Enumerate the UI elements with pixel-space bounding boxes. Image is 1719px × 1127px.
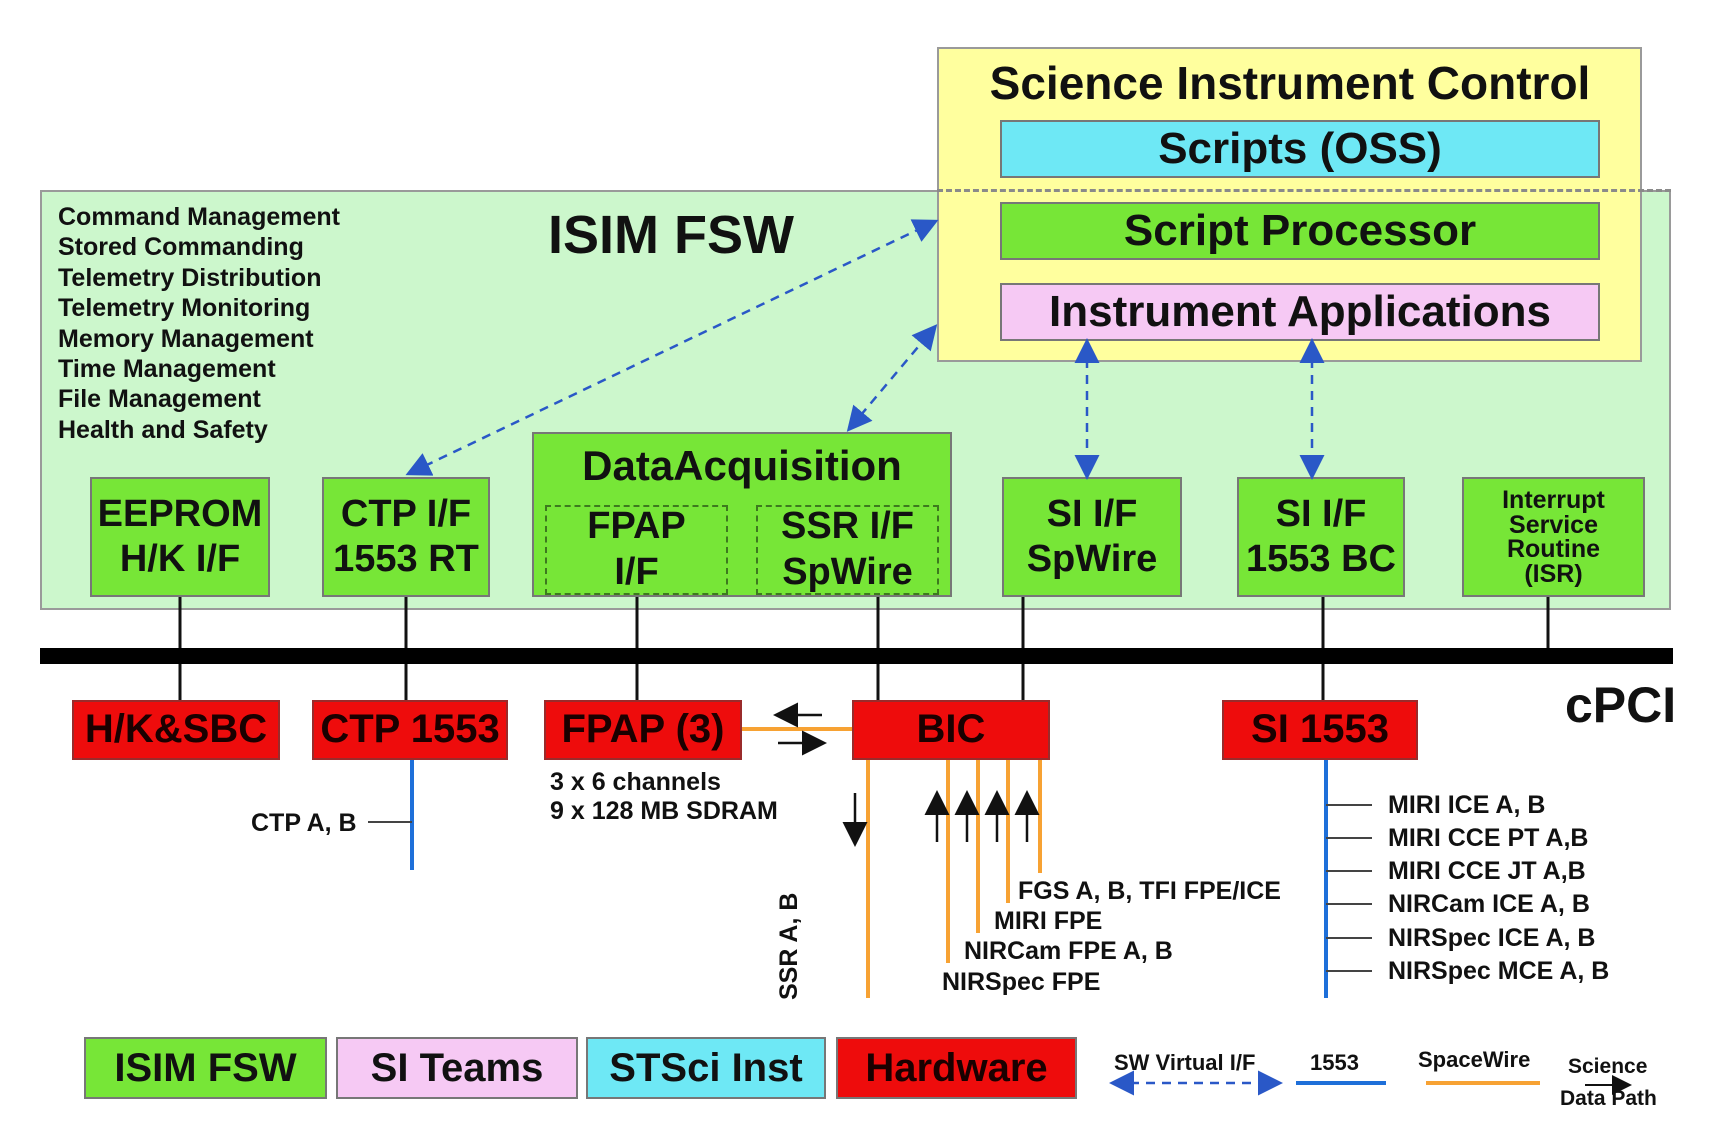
cpci-bus bbox=[40, 648, 1673, 664]
function-item: Health and Safety bbox=[58, 415, 268, 444]
legend-1553-label: 1553 bbox=[1310, 1050, 1359, 1075]
function-item: Memory Management bbox=[58, 324, 314, 353]
box-line: I/F bbox=[614, 551, 659, 593]
si-1553-hardware: SI 1553 bbox=[1222, 700, 1418, 760]
interrupt-service-routine-box: Interrupt Service Routine (ISR) bbox=[1462, 477, 1645, 597]
function-item: Command Management bbox=[58, 203, 340, 231]
function-item: File Management bbox=[58, 385, 261, 414]
virtual-if-arrow bbox=[846, 324, 938, 432]
box-line: 1553 RT bbox=[333, 538, 479, 580]
hk-sbc-hardware: H/K&SBC bbox=[72, 700, 280, 760]
ctp-ab-label: CTP A, B bbox=[251, 809, 357, 837]
si-1553-link-label: NIRSpec MCE A, B bbox=[1388, 957, 1610, 985]
virtual-if-arrow bbox=[405, 219, 939, 476]
box-line: SI I/F bbox=[1275, 493, 1367, 536]
legend-stsci-inst: STSci Inst bbox=[586, 1037, 826, 1099]
bic-link-label: NIRCam FPE A, B bbox=[964, 937, 1173, 965]
box-line: SpWire bbox=[782, 551, 913, 593]
legend-si-teams: SI Teams bbox=[336, 1037, 578, 1099]
fpap-channels-label: 3 x 6 channels bbox=[550, 768, 721, 796]
fpap-if-box: FPAP I/F bbox=[545, 505, 728, 595]
legend-spacewire-label: SpaceWire bbox=[1418, 1047, 1531, 1072]
scripts-oss-box: Scripts (OSS) bbox=[1000, 120, 1600, 178]
bic-link-label: FGS A, B, TFI FPE/ICE bbox=[1018, 877, 1281, 905]
cpci-label: cPCI bbox=[1565, 677, 1677, 733]
box-line: Routine bbox=[1506, 535, 1601, 563]
box-line: SSR I/F bbox=[780, 505, 915, 548]
si-1553-link-label: NIRCam ICE A, B bbox=[1388, 890, 1590, 918]
legend-isim-fsw: ISIM FSW bbox=[84, 1037, 327, 1099]
fpap-sdram-label: 9 x 128 MB SDRAM bbox=[550, 797, 778, 825]
box-line: CTP I/F bbox=[340, 493, 472, 536]
box-line: SpWire bbox=[1026, 538, 1158, 580]
fsw-function-list: Command Management Stored Commanding Tel… bbox=[58, 202, 340, 445]
legend-hardware: Hardware bbox=[836, 1037, 1077, 1099]
ctp-if-1553-rt-box: CTP I/F 1553 RT bbox=[322, 477, 490, 597]
box-line: 1553 BC bbox=[1246, 538, 1396, 580]
si-1553-link-label: MIRI CCE JT A,B bbox=[1388, 857, 1586, 885]
script-processor-box: Script Processor bbox=[1000, 202, 1600, 260]
box-line: FPAP bbox=[587, 505, 686, 548]
ssr-ab-label: SSR A, B bbox=[775, 892, 803, 1000]
bic-hardware: BIC bbox=[852, 700, 1050, 760]
legend-science-label: Science bbox=[1568, 1055, 1648, 1078]
function-item: Stored Commanding bbox=[58, 233, 304, 262]
function-item: Telemetry Distribution bbox=[58, 263, 322, 292]
si-1553-link-label: MIRI CCE PT A,B bbox=[1388, 824, 1589, 852]
fpap-hardware: FPAP (3) bbox=[544, 700, 742, 760]
bic-link-label: MIRI FPE bbox=[994, 907, 1103, 935]
box-line: H/K I/F bbox=[119, 538, 241, 580]
si-1553-link-label: NIRSpec ICE A, B bbox=[1388, 924, 1596, 952]
box-line: (ISR) bbox=[1524, 559, 1583, 588]
region-boundary-dashed-line bbox=[937, 189, 1671, 192]
box-line: EEPROM bbox=[97, 493, 263, 536]
ctp-1553-hardware: CTP 1553 bbox=[312, 700, 508, 760]
function-item: Time Management bbox=[58, 355, 276, 384]
science-instrument-control-title: Science Instrument Control bbox=[989, 57, 1591, 109]
function-item: Telemetry Monitoring bbox=[58, 294, 311, 323]
legend-sw-virtual-if-label: SW Virtual I/F bbox=[1114, 1050, 1256, 1075]
ssr-if-spwire-box: SSR I/F SpWire bbox=[756, 505, 939, 595]
box-line: Interrupt bbox=[1502, 486, 1605, 514]
box-line: SI I/F bbox=[1046, 493, 1138, 536]
si-1553-link-label: MIRI ICE A, B bbox=[1388, 791, 1546, 819]
bic-link-label: NIRSpec FPE bbox=[942, 968, 1101, 996]
si-if-spwire-box: SI I/F SpWire bbox=[1002, 477, 1182, 597]
si-if-1553-bc-box: SI I/F 1553 BC bbox=[1237, 477, 1405, 597]
eeprom-hk-if-box: EEPROM H/K I/F bbox=[90, 477, 270, 597]
box-line: Service bbox=[1509, 510, 1598, 539]
legend-data-path-label: Data Path bbox=[1560, 1087, 1657, 1110]
